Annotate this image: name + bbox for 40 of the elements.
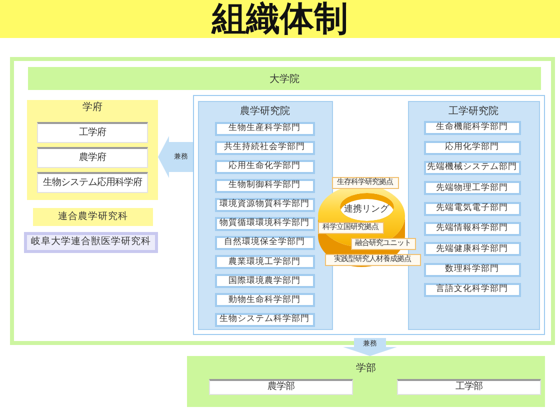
- department-box: 生命機能科学部門: [424, 120, 520, 134]
- panel-heading: 農学研究院: [240, 106, 290, 118]
- container-frame: [193, 95, 545, 335]
- text-box: 農学府: [37, 147, 148, 168]
- department-box: 先端健康科学部門: [424, 242, 520, 256]
- department-box: 先端電気電子部門: [424, 202, 520, 216]
- panel-heading: 学部: [356, 363, 376, 375]
- department-box: 生物制御科学部門: [214, 178, 314, 193]
- department-box: 国際環境農学部門: [214, 274, 314, 288]
- department-box: 応用化学部門: [424, 140, 520, 155]
- department-box: 応用生命化学部門: [214, 160, 314, 174]
- panel-heading: 工学研究院: [448, 106, 498, 118]
- department-box: 共生持続社会学部門: [214, 140, 314, 155]
- department-box: 物質循環環境科学部門: [214, 217, 314, 231]
- text-box: 工学部: [397, 379, 541, 395]
- text-box: 連合農学研究科: [33, 208, 153, 226]
- title-banner: 組織体制: [0, 0, 560, 38]
- text-box: 工学府: [37, 122, 148, 143]
- panel-heading: 学府: [82, 102, 102, 114]
- text-box: 岐阜大学連合獣医学研究科: [24, 232, 158, 253]
- department-box: 先端機械システム部門: [424, 161, 520, 176]
- department-box: 先端物理工学部門: [424, 181, 520, 196]
- department-box: 先端情報科学部門: [424, 222, 520, 236]
- department-box: 自然環境保全学部門: [214, 236, 314, 250]
- department-box: 言語文化科学部門: [424, 282, 520, 297]
- panel: [27, 100, 158, 200]
- panel: [187, 356, 545, 407]
- block-arrow: [158, 136, 193, 178]
- department-box: 環境資源物質科学部門: [214, 198, 314, 212]
- ring-label: 連携リング: [344, 204, 389, 215]
- text-box: 農学部: [209, 379, 353, 395]
- heading-band: 大学院: [28, 67, 541, 90]
- frame: [10, 57, 555, 345]
- department-box: 生物生産科学部門: [214, 122, 314, 136]
- text-box: 生物システム応用科学府: [37, 172, 148, 193]
- department-box: 数理科学部門: [424, 262, 520, 277]
- department-box: 動物生命科学部門: [214, 293, 314, 308]
- block-arrow: [343, 338, 397, 356]
- department-box: 農業環境工学部門: [214, 255, 314, 270]
- department-box: 生物システム科学部門: [214, 312, 314, 326]
